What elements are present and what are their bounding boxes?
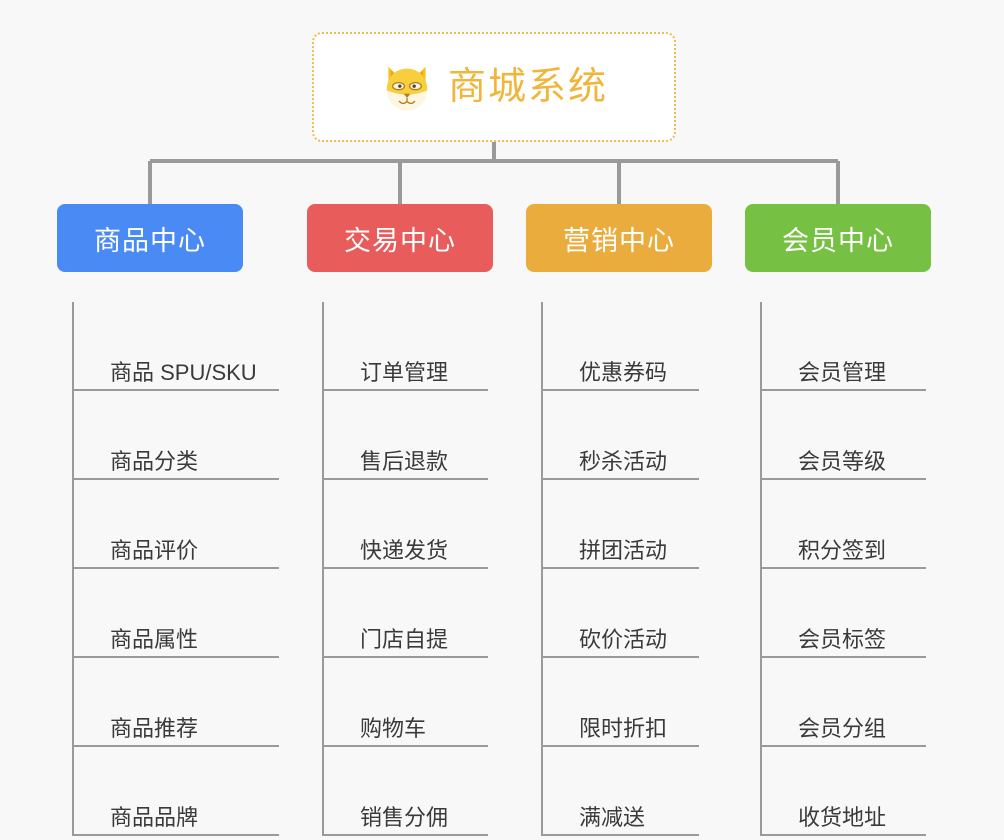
- leaf-item[interactable]: 商品 SPU/SKU: [72, 302, 279, 391]
- branch-spine-trade-center: [322, 302, 324, 836]
- category-header-label: 会员中心: [782, 225, 894, 256]
- leaf-item-label: 会员管理: [798, 359, 887, 385]
- leaf-item-underline: [322, 745, 488, 747]
- category-column-member-center: 会员中心会员管理会员等级积分签到会员标签会员分组收货地址: [745, 204, 931, 836]
- leaf-item-label: 订单管理: [360, 359, 449, 385]
- leaf-item[interactable]: 会员标签: [760, 569, 931, 658]
- leaf-item-label: 售后退款: [360, 448, 449, 474]
- category-column-trade-center: 交易中心订单管理售后退款快递发货门店自提购物车销售分佣: [307, 204, 493, 836]
- leaf-item-underline: [541, 834, 699, 836]
- leaf-list-trade-center: 订单管理售后退款快递发货门店自提购物车销售分佣: [322, 302, 493, 836]
- leaf-item-label: 满减送: [579, 804, 646, 830]
- leaf-item-underline: [541, 567, 699, 569]
- category-header-label: 商品中心: [94, 225, 206, 256]
- leaf-list-product-center: 商品 SPU/SKU 商品分类商品评价商品属性商品推荐商品品牌: [72, 302, 279, 836]
- leaf-item[interactable]: 会员等级: [760, 391, 931, 480]
- leaf-item[interactable]: 满减送: [541, 747, 712, 836]
- branch-spine-product-center: [72, 302, 74, 836]
- leaf-item-label: 商品分类: [110, 448, 199, 474]
- leaf-item-label: 限时折扣: [579, 715, 668, 741]
- leaf-item-underline: [541, 389, 699, 391]
- leaf-item[interactable]: 优惠券码: [541, 302, 712, 391]
- leaf-item-label: 会员标签: [798, 626, 887, 652]
- leaf-item-label: 商品评价: [110, 537, 199, 563]
- leaf-item[interactable]: 商品分类: [72, 391, 279, 480]
- leaf-item-label: 快递发货: [360, 537, 449, 563]
- category-column-product-center: 商品中心商品 SPU/SKU 商品分类商品评价商品属性商品推荐商品品牌: [57, 204, 279, 836]
- leaf-item[interactable]: 商品评价: [72, 480, 279, 569]
- leaf-item-underline: [760, 389, 926, 391]
- leaf-item-label: 商品推荐: [110, 715, 199, 741]
- leaf-item[interactable]: 砍价活动: [541, 569, 712, 658]
- leaf-item-label: 收货地址: [798, 804, 887, 830]
- branch-spine-marketing-center: [541, 302, 543, 836]
- root-title: 商城系统: [447, 66, 608, 108]
- leaf-item-underline: [322, 656, 488, 658]
- leaf-item-underline: [541, 478, 699, 480]
- leaf-item-underline: [760, 478, 926, 480]
- leaf-item-underline: [72, 834, 279, 836]
- leaf-item-underline: [72, 567, 279, 569]
- leaf-item[interactable]: 拼团活动: [541, 480, 712, 569]
- category-header-trade-center[interactable]: 交易中心: [307, 204, 493, 272]
- leaf-item[interactable]: 商品属性: [72, 569, 279, 658]
- category-header-member-center[interactable]: 会员中心: [745, 204, 931, 272]
- branch-spine-member-center: [760, 302, 762, 836]
- category-header-label: 营销中心: [563, 225, 675, 256]
- leaf-item-underline: [760, 567, 926, 569]
- leaf-item[interactable]: 购物车: [322, 658, 493, 747]
- leaf-item-underline: [760, 656, 926, 658]
- leaf-item[interactable]: 商品推荐: [72, 658, 279, 747]
- leaf-item[interactable]: 商品品牌: [72, 747, 279, 836]
- leaf-item-label: 砍价活动: [579, 626, 668, 652]
- leaf-item-label: 销售分佣: [360, 804, 449, 830]
- leaf-item-underline: [72, 478, 279, 480]
- leaf-list-marketing-center: 优惠券码秒杀活动拼团活动砍价活动限时折扣满减送: [541, 302, 712, 836]
- leaf-list-member-center: 会员管理会员等级积分签到会员标签会员分组收货地址: [760, 302, 931, 836]
- leaf-item-label: 商品属性: [110, 626, 199, 652]
- shiba-dog-face-icon: [386, 66, 428, 111]
- leaf-item-underline: [760, 745, 926, 747]
- leaf-item-underline: [72, 389, 279, 391]
- leaf-item-underline: [541, 656, 699, 658]
- leaf-item-label: 秒杀活动: [579, 448, 668, 474]
- leaf-item-label: 商品品牌: [110, 804, 199, 830]
- leaf-item-label: 优惠券码: [579, 359, 668, 385]
- leaf-item-label: 商品 SPU/SKU: [110, 359, 257, 385]
- leaf-item[interactable]: 会员管理: [760, 302, 931, 391]
- leaf-item-label: 会员分组: [798, 715, 887, 741]
- category-column-marketing-center: 营销中心优惠券码秒杀活动拼团活动砍价活动限时折扣满减送: [526, 204, 712, 836]
- leaf-item[interactable]: 会员分组: [760, 658, 931, 747]
- leaf-item[interactable]: 订单管理: [322, 302, 493, 391]
- leaf-item-label: 会员等级: [798, 448, 887, 474]
- leaf-item-label: 购物车: [360, 715, 427, 741]
- category-header-marketing-center[interactable]: 营销中心: [526, 204, 712, 272]
- leaf-item[interactable]: 秒杀活动: [541, 391, 712, 480]
- root-node[interactable]: 商城系统: [312, 32, 676, 142]
- leaf-item-underline: [322, 834, 488, 836]
- leaf-item[interactable]: 快递发货: [322, 480, 493, 569]
- leaf-item[interactable]: 收货地址: [760, 747, 931, 836]
- leaf-item-underline: [322, 567, 488, 569]
- leaf-item-underline: [322, 389, 488, 391]
- leaf-item[interactable]: 销售分佣: [322, 747, 493, 836]
- leaf-item-underline: [541, 745, 699, 747]
- leaf-item-underline: [72, 745, 279, 747]
- leaf-item[interactable]: 限时折扣: [541, 658, 712, 747]
- leaf-item-label: 拼团活动: [579, 537, 668, 563]
- leaf-item-label: 积分签到: [798, 537, 887, 563]
- leaf-item[interactable]: 积分签到: [760, 480, 931, 569]
- leaf-item[interactable]: 门店自提: [322, 569, 493, 658]
- leaf-item-label: 门店自提: [360, 626, 449, 652]
- category-header-product-center[interactable]: 商品中心: [57, 204, 243, 272]
- leaf-item-underline: [760, 834, 926, 836]
- leaf-item-underline: [322, 478, 488, 480]
- leaf-item[interactable]: 售后退款: [322, 391, 493, 480]
- category-header-label: 交易中心: [344, 225, 456, 256]
- leaf-item-underline: [72, 656, 279, 658]
